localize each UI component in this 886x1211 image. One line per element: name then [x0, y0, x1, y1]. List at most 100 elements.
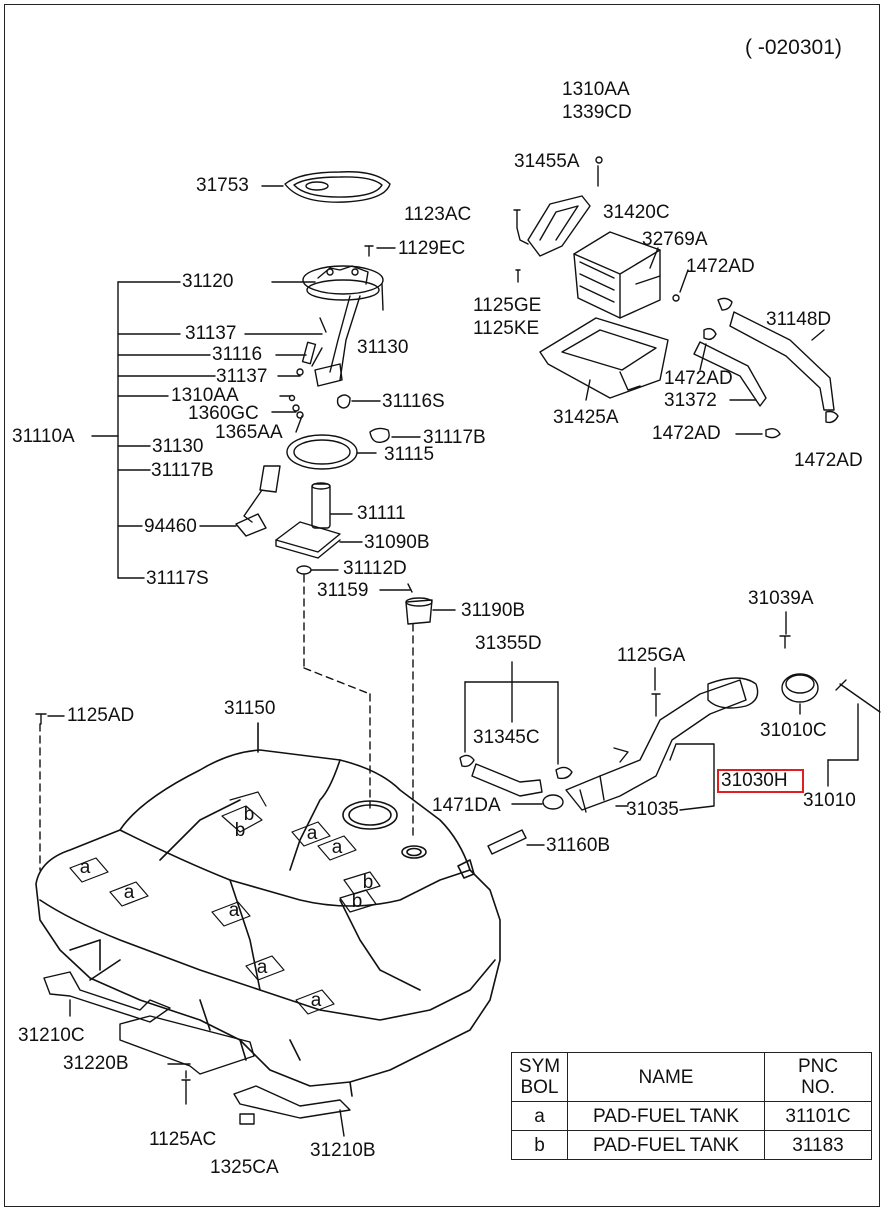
- header-pnc-line1: PNC: [797, 1056, 839, 1077]
- part-label-1365AA[interactable]: 1365AA: [215, 422, 283, 443]
- fuel-pump-assembly-drawing: [288, 265, 384, 419]
- bolt-1129EC-drawing: [364, 245, 396, 257]
- header-symbol-line1: SYM: [518, 1056, 561, 1077]
- pad-letter: a: [256, 957, 268, 978]
- part-label-31753[interactable]: 31753: [196, 175, 249, 196]
- fuel-tank-31150-drawing: [35, 722, 501, 1097]
- part-label-1123AC[interactable]: 1123AC: [404, 204, 472, 225]
- part-label-1125GA[interactable]: 1125GA: [617, 645, 686, 666]
- part-label-31345C[interactable]: 31345C: [473, 727, 540, 748]
- part-label-31150[interactable]: 31150: [224, 698, 276, 719]
- part-label-31355D[interactable]: 31355D: [475, 633, 542, 654]
- part-label-31159[interactable]: 31159: [317, 580, 369, 601]
- part-label-31111[interactable]: 31111: [357, 503, 406, 524]
- legend-header-row: SYM BOL NAME PNC NO.: [511, 1052, 872, 1102]
- part-label-31210B[interactable]: 31210B: [310, 1140, 376, 1161]
- part-label-1472AD-4[interactable]: 1472AD: [794, 450, 863, 471]
- part-label-1472AD-1[interactable]: 1472AD: [686, 256, 755, 277]
- part-label-31137-1[interactable]: 31137: [185, 323, 237, 344]
- tank-pads: [69, 791, 381, 1015]
- header-pnc-line2: NO.: [801, 1077, 835, 1098]
- pad-letter: a: [306, 823, 318, 844]
- header-symbol: SYM BOL: [511, 1052, 568, 1102]
- pad-legend-table: SYM BOL NAME PNC NO. a PAD-FUEL TANK 311…: [511, 1052, 872, 1160]
- part-label-1125GE[interactable]: 1125GE: [473, 295, 542, 316]
- legend-pnc[interactable]: 31101C: [764, 1101, 872, 1131]
- part-label-31148D[interactable]: 31148D: [766, 309, 832, 330]
- part-label-31116[interactable]: 31116: [212, 344, 263, 365]
- part-label-32769A[interactable]: 32769A: [642, 229, 708, 250]
- part-label-31130-2[interactable]: 31130: [152, 436, 204, 457]
- part-label-1125KE[interactable]: 1125KE: [473, 318, 540, 339]
- part-label-31455A[interactable]: 31455A: [514, 151, 580, 172]
- canister-group-drawing: [513, 156, 839, 439]
- part-label-1129EC[interactable]: 1129EC: [398, 238, 466, 259]
- part-label-31115[interactable]: 31115: [384, 444, 435, 465]
- part-label-31116S[interactable]: 31116S: [382, 391, 445, 412]
- part-31117B-drawing: [369, 427, 421, 443]
- part-label-31372[interactable]: 31372: [664, 390, 717, 411]
- part-label-31030H[interactable]: 31030H: [721, 770, 788, 791]
- part-label-1125AC[interactable]: 1125AC: [149, 1129, 217, 1150]
- pad-letter: a: [123, 882, 135, 903]
- part-label-31130-1[interactable]: 31130: [357, 337, 409, 358]
- legend-row: b PAD-FUEL TANK 31183: [511, 1130, 872, 1160]
- pad-letter: b: [351, 891, 363, 912]
- part-label-31090B[interactable]: 31090B: [364, 532, 430, 553]
- legend-name: PAD-FUEL TANK: [567, 1130, 765, 1160]
- header-name: NAME: [567, 1052, 765, 1102]
- part-label-1125AD[interactable]: 1125AD: [67, 705, 135, 726]
- pump-gasket-31115-drawing: [286, 434, 377, 470]
- part-label-1310AA[interactable]: 1310AA: [562, 79, 630, 100]
- pad-letter: a: [310, 990, 322, 1011]
- part-label-31220B[interactable]: 31220B: [63, 1053, 129, 1074]
- filler-neck-group-drawing: [459, 611, 881, 855]
- legend-row: a PAD-FUEL TANK 31101C: [511, 1101, 872, 1131]
- gasket-31753-drawing: [261, 171, 391, 203]
- part-label-31010C[interactable]: 31010C: [760, 720, 827, 741]
- page-border: [4, 4, 880, 1207]
- part-label-31420C[interactable]: 31420C: [603, 202, 670, 223]
- part-label-1471DA[interactable]: 1471DA: [432, 795, 501, 816]
- part-label-31160B[interactable]: 31160B: [546, 835, 611, 856]
- ring-31112D-drawing: [296, 565, 339, 575]
- part-label-1310AA-2[interactable]: 1310AA: [171, 385, 239, 406]
- part-label-31425A[interactable]: 31425A: [553, 407, 619, 428]
- part-label-31039A[interactable]: 31039A: [748, 588, 814, 609]
- bolt-1125AD-drawing: [35, 713, 65, 725]
- pad-letter: b: [234, 820, 246, 841]
- part-label-1339CD[interactable]: 1339CD: [562, 102, 632, 123]
- pad-letter: a: [79, 857, 91, 878]
- part-label-31190B[interactable]: 31190B: [461, 600, 526, 621]
- pad-letter: a: [331, 837, 343, 858]
- header-symbol-line2: BOL: [520, 1077, 559, 1098]
- tank-brackets-drawing: [43, 971, 351, 1137]
- pad-letter: a: [228, 900, 240, 921]
- part-label-31112D[interactable]: 31112D: [343, 558, 407, 579]
- legend-pnc[interactable]: 31183: [764, 1130, 872, 1160]
- part-label-31035[interactable]: 31035: [626, 799, 679, 820]
- part-label-1325CA[interactable]: 1325CA: [210, 1157, 279, 1178]
- part-label-31117B-1[interactable]: 31117B: [423, 427, 486, 448]
- part-label-31120[interactable]: 31120: [182, 271, 234, 292]
- sender-94460-drawing: [235, 465, 281, 537]
- part-label-31117B-2[interactable]: 31117B: [151, 460, 214, 481]
- assembly-bracket-31110A: [91, 281, 381, 579]
- part-label-1472AD-2[interactable]: 1472AD: [664, 368, 733, 389]
- part-label-31117S[interactable]: 31117S: [146, 568, 209, 589]
- legend-name: PAD-FUEL TANK: [567, 1101, 765, 1131]
- part-label-31210C[interactable]: 31210C: [18, 1025, 85, 1046]
- pad-letter: b: [243, 804, 255, 825]
- part-label-1360GC[interactable]: 1360GC: [188, 403, 259, 424]
- date-range-header: ( -020301): [745, 36, 842, 59]
- part-label-31110A[interactable]: 31110A: [12, 426, 75, 447]
- part-label-1472AD-3[interactable]: 1472AD: [652, 423, 721, 444]
- highlight-box-31030H: [717, 769, 804, 793]
- fuel-pump-31111-drawing: [275, 482, 363, 559]
- part-label-31137-2[interactable]: 31137: [216, 366, 268, 387]
- part-label-94460[interactable]: 94460: [144, 516, 197, 537]
- legend-symbol: a: [511, 1101, 568, 1131]
- part-label-31010[interactable]: 31010: [803, 790, 856, 811]
